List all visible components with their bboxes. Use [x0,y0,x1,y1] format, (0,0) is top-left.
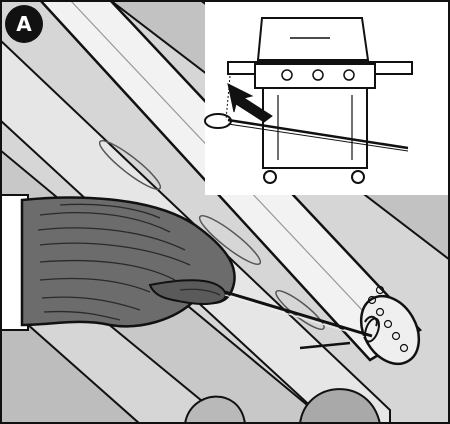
step-label: A [16,12,32,36]
step-badge-icon: A [5,5,43,43]
